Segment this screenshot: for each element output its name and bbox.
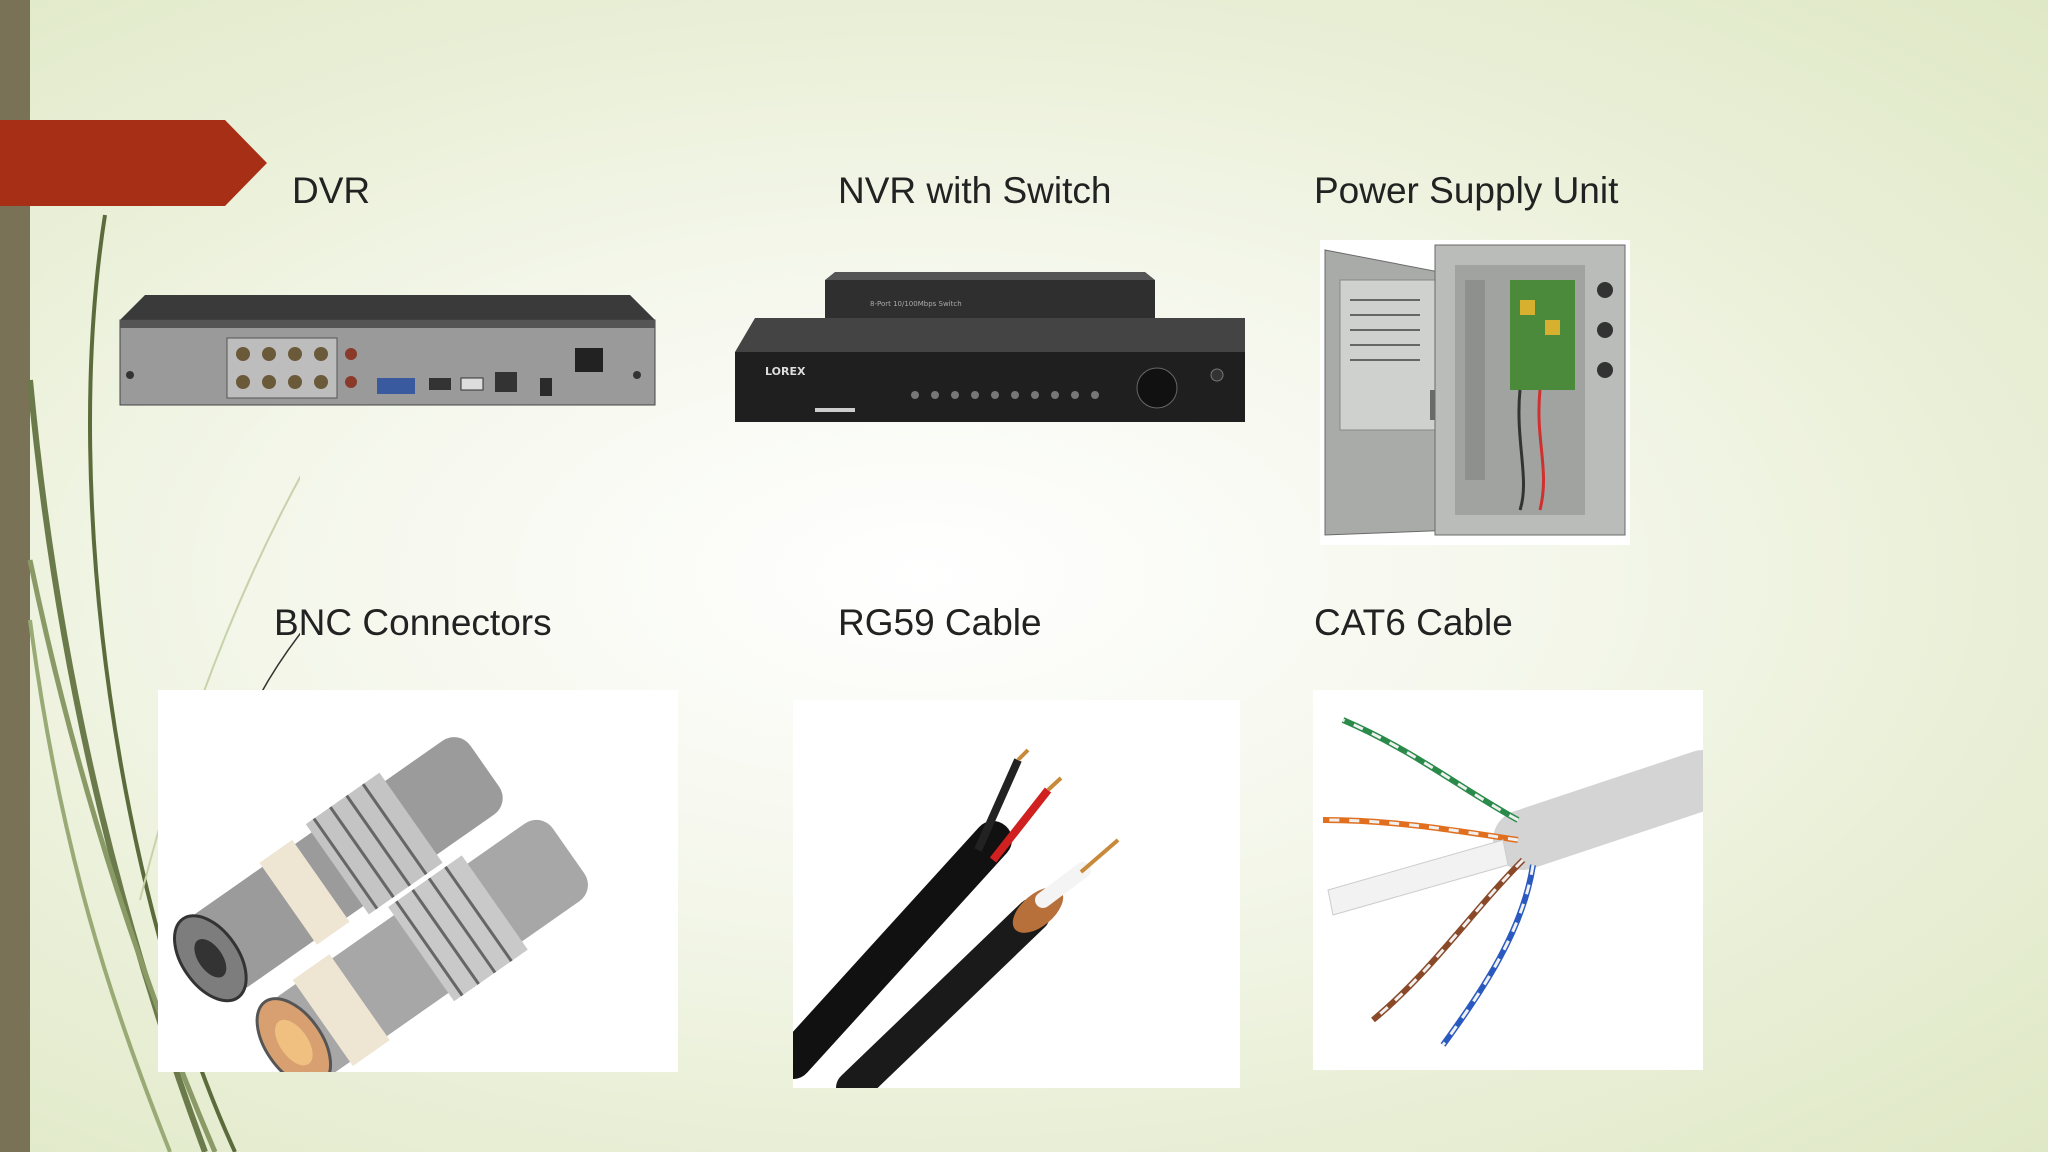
label-nvr-with-switch: NVR with Switch: [838, 170, 1112, 211]
svg-text:LOREX: LOREX: [765, 365, 806, 378]
label-dvr: DVR: [292, 170, 371, 211]
label-power-supply-unit: Power Supply Unit: [1314, 170, 1619, 211]
dvr-image: [119, 295, 656, 406]
power-supply-unit-image: [1320, 240, 1630, 545]
cat6-cable-image: [1313, 690, 1703, 1070]
label-rg59-cable: RG59 Cable: [838, 602, 1042, 643]
label-bnc-connectors: BNC Connectors: [274, 602, 552, 643]
rg59-cable-image: [793, 700, 1240, 1088]
bnc-connectors-image: [158, 690, 678, 1072]
label-cat6-cable: CAT6 Cable: [1314, 602, 1513, 643]
svg-text:8-Port 10/100Mbps Switch: 8-Port 10/100Mbps Switch: [870, 300, 962, 308]
accent-arrow: [0, 120, 267, 206]
nvr-with-switch-image: 8-Port 10/100Mbps Switch LOREX: [735, 272, 1245, 422]
